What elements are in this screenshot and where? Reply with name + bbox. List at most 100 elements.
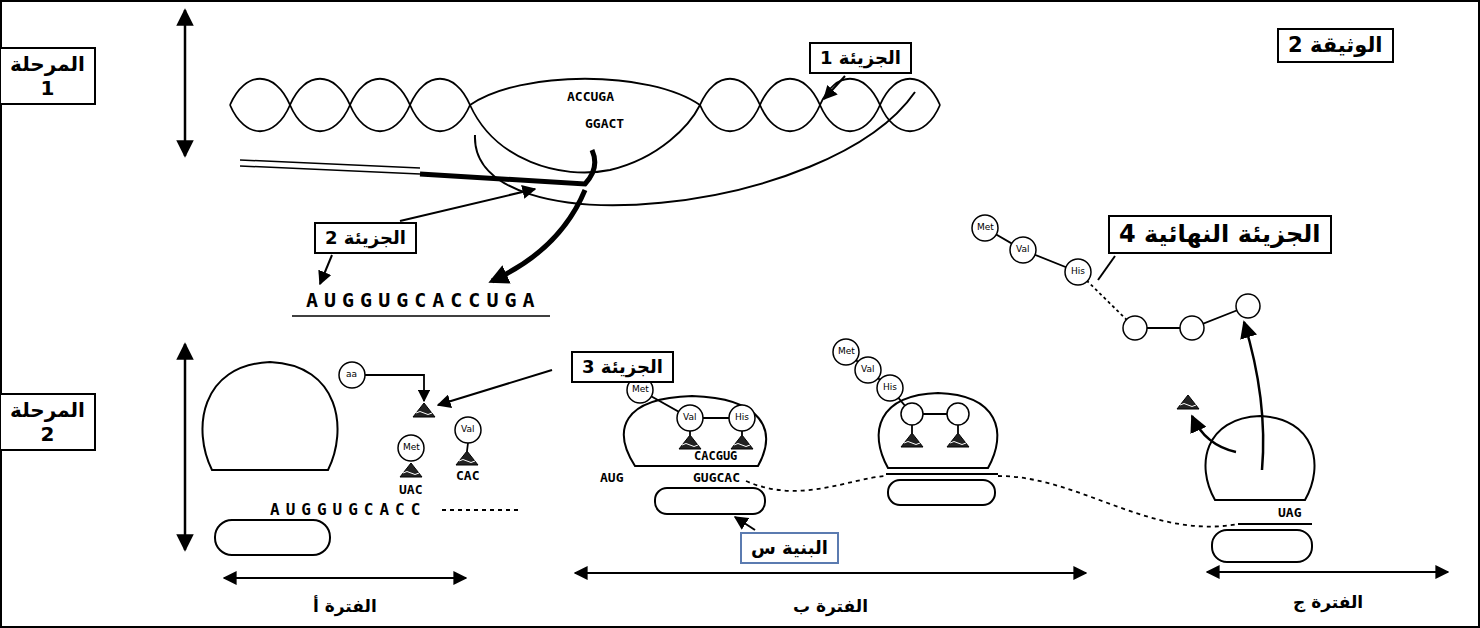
mrna-strand: [1238, 523, 1312, 525]
amino-acid: [677, 405, 703, 431]
peptide-chain: [1244, 322, 1263, 470]
molecule-label: الجزيئة 3: [571, 351, 674, 383]
mrna-strand: [998, 476, 1238, 527]
mrna-strand: [746, 476, 886, 491]
amino-acid: [1180, 316, 1204, 340]
amino-acid: [1236, 294, 1260, 318]
dna-helix: [230, 79, 470, 132]
amino-acid-label: Val: [461, 425, 474, 435]
mrna-strand: [886, 473, 998, 475]
leader-line: [1098, 256, 1115, 280]
period-arrow: [224, 577, 466, 579]
mrna-strand: [442, 474, 1312, 527]
period-label: الفترة ج: [1293, 593, 1363, 612]
document-title: الوثيقة 2: [1277, 28, 1394, 63]
stage-label: المرحلة 2: [0, 393, 96, 451]
peptide-chain: [1192, 416, 1236, 452]
trna-symbol: [731, 435, 753, 449]
period-arrow: [575, 572, 1086, 574]
amino-acid: [729, 405, 755, 431]
ribosome: [888, 480, 995, 505]
node-text: الجزيئة النهائية 4: [1119, 220, 1321, 249]
amino-acid-label: Met: [838, 347, 855, 357]
amino-acid: [972, 215, 998, 241]
trna-symbol: [456, 451, 478, 465]
base-sequence: UAC: [399, 483, 422, 497]
stage-arrow: [184, 10, 187, 156]
rna-polymerase: [240, 166, 420, 174]
period-arrow: [1207, 571, 1448, 573]
ribosome: [1205, 416, 1314, 500]
ribosome: [215, 520, 330, 555]
base-sequence: AUGGUGCACC: [270, 501, 426, 519]
ribosome: [202, 362, 337, 470]
stage-arrow: [184, 10, 187, 550]
trna-symbol: [901, 433, 923, 447]
mrna-strand: [442, 509, 520, 511]
node-text: الجزيئة 2: [325, 227, 406, 249]
node-text: المرحلة 1: [10, 52, 85, 100]
leader-line: [438, 370, 552, 405]
dna-helix: [470, 79, 700, 105]
amino-acid: [877, 375, 903, 401]
amino-acid: [1123, 316, 1147, 340]
base-sequence: GGACT: [585, 117, 624, 131]
structure-label: البنية س: [740, 532, 839, 564]
ribosome: [624, 396, 766, 466]
peptide-chain: [911, 425, 913, 433]
rna-polymerase: [492, 190, 585, 281]
peptide-chain: [467, 443, 468, 451]
dna-helix: [230, 79, 470, 132]
rna-polymerase: [475, 92, 915, 205]
node-text: الجزيئة 1: [820, 47, 901, 69]
leader-line: [400, 189, 535, 221]
period-label: الفترة أ: [313, 597, 377, 616]
node-text: المرحلة 2: [10, 398, 85, 446]
amino-acid: [901, 403, 923, 425]
amino-acid-label: Met: [632, 385, 649, 395]
peptide-chain: [365, 375, 424, 401]
amino-acid: [833, 339, 859, 365]
amino-acid-label: Val: [1016, 245, 1029, 255]
peptide-chain: [365, 228, 1263, 470]
amino-acid-label: His: [883, 383, 897, 393]
dna-helix: [470, 105, 700, 172]
amino-acid: [1010, 237, 1036, 263]
node-text: الجزيئة 3: [582, 356, 663, 378]
base-sequence: GUGCAC: [693, 471, 740, 485]
base-sequence: CACGUG: [694, 450, 737, 463]
trna-symbol: [947, 433, 969, 447]
stage-arrow: [184, 344, 187, 550]
amino-acid-label: His: [735, 413, 749, 423]
trna-symbol: [413, 403, 435, 417]
amino-acid-label: Val: [861, 365, 874, 375]
amino-acid: [339, 362, 365, 388]
peptide-chain: [985, 228, 1078, 272]
trna-symbol: [400, 463, 422, 477]
amino-acid: [398, 435, 424, 461]
amino-acid: [947, 403, 969, 425]
node-text: البنية س: [751, 537, 828, 559]
peptide-chain: [957, 425, 959, 433]
node-text: الوثيقة 2: [1288, 33, 1383, 58]
amino-acid-label: His: [1071, 267, 1085, 277]
peptide-chain: [846, 352, 958, 414]
base-sequence: CAC: [456, 469, 479, 483]
dna-helix: [230, 79, 940, 173]
leader-line: [735, 517, 755, 530]
amino-acid-label: Met: [403, 443, 420, 453]
period-label: الفترة ب: [793, 597, 868, 616]
leader-line: [320, 255, 332, 284]
molecule-label: الجزيئة النهائية 4: [1108, 215, 1332, 254]
amino-acid-label: aa: [346, 370, 357, 380]
rna-polymerase: [292, 315, 550, 317]
ribosome: [655, 488, 765, 514]
stage-label: المرحلة 1: [0, 47, 96, 105]
molecule-label: الجزيئة 1: [809, 42, 912, 74]
base-sequence: UAG: [1278, 506, 1301, 520]
period-arrow: [224, 572, 1448, 578]
amino-acid: [1065, 259, 1091, 285]
amino-acid: [455, 417, 481, 443]
